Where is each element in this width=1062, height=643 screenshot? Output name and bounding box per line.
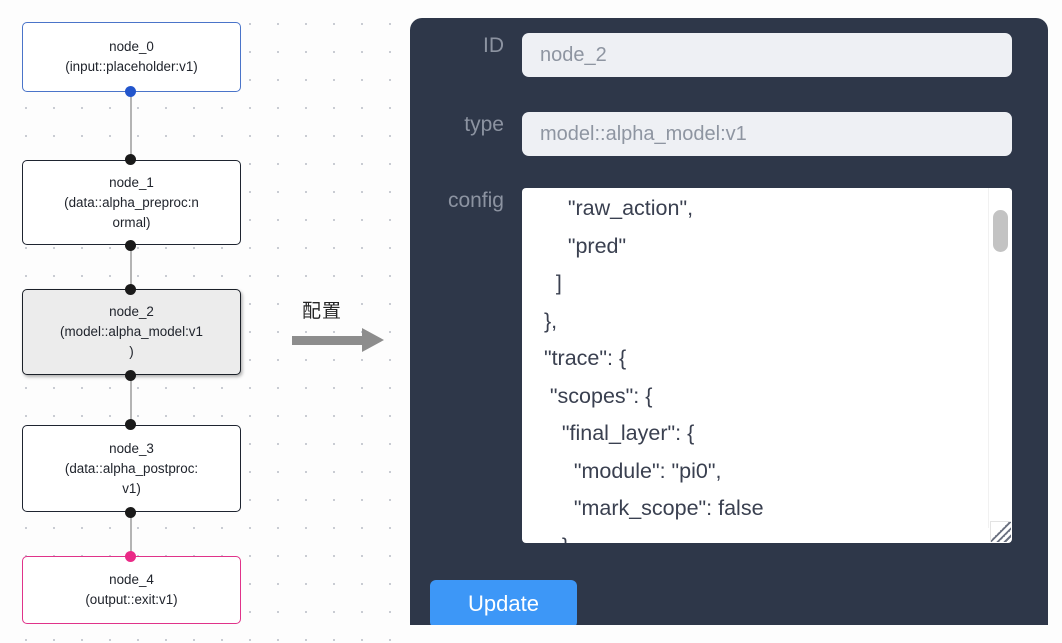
flow-node-title: node_2 (109, 304, 154, 319)
node-handle-node_1-target[interactable] (125, 153, 137, 165)
flow-node-node_1[interactable]: node_1 (data::alpha_preproc:n ormal) (22, 160, 241, 245)
arrow-shaft-icon (292, 336, 364, 345)
flow-node-title: node_4 (109, 572, 154, 587)
field-row-id: ID (424, 33, 1012, 77)
edge-node3-node4 (130, 512, 132, 577)
flow-node-node_3[interactable]: node_3 (data::alpha_postproc: v1) (22, 425, 241, 512)
node-handle-node_2-source[interactable] (125, 369, 137, 381)
flow-node-subtitle: (data::alpha_preproc:n ormal) (64, 194, 199, 230)
node-handle-node_3-target[interactable] (125, 418, 137, 430)
field-row-config: config "raw_action", "pred" ] }, "trace"… (424, 188, 1012, 543)
flow-node-node_2[interactable]: node_2 (model::alpha_model:v1 ) (22, 289, 241, 375)
config-textarea[interactable]: "raw_action", "pred" ] }, "trace": { "sc… (522, 188, 974, 543)
node-handle-node_2-target[interactable] (125, 283, 137, 295)
arrow-head-icon (362, 328, 384, 352)
edge-node2-node3 (130, 375, 132, 450)
flow-canvas[interactable]: node_0 (input::placeholder:v1) node_1 (d… (0, 0, 410, 643)
flow-node-subtitle: (output::exit:v1) (85, 592, 178, 607)
flow-node-title: node_3 (109, 440, 154, 456)
update-button[interactable]: Update (430, 580, 577, 625)
flow-node-subtitle: (input::placeholder:v1) (65, 59, 198, 74)
config-scrollbar-thumb[interactable] (993, 210, 1008, 252)
node-handle-node_4-target[interactable] (125, 550, 137, 562)
transition-arrow-group: 配置 (288, 296, 398, 366)
id-input[interactable] (522, 33, 1012, 77)
flow-node-node_4[interactable]: node_4 (output::exit:v1) (22, 556, 241, 624)
type-label: type (464, 113, 504, 136)
edge-node0-node1 (130, 90, 132, 160)
flow-node-title: node_1 (109, 174, 154, 190)
node-handle-node_0-source[interactable] (125, 85, 137, 97)
flow-node-node_0[interactable]: node_0 (input::placeholder:v1) (22, 22, 241, 92)
node-handle-node_3-source[interactable] (125, 506, 137, 518)
node-config-panel: ID type config "raw_action", "pred" ] },… (410, 18, 1048, 625)
flow-node-subtitle: (data::alpha_postproc: v1) (64, 460, 199, 496)
node-handle-node_1-source[interactable] (125, 239, 137, 251)
id-label: ID (483, 34, 504, 57)
config-scrollbar[interactable] (988, 188, 1012, 528)
config-label: config (447, 189, 504, 212)
resize-handle-icon[interactable] (990, 521, 1011, 542)
flow-node-title: node_0 (109, 39, 154, 54)
type-input[interactable] (522, 112, 1012, 156)
field-row-type: type (424, 112, 1012, 156)
arrow-caption: 配置 (302, 300, 343, 322)
config-editor[interactable]: "raw_action", "pred" ] }, "trace": { "sc… (522, 188, 1012, 543)
flow-node-subtitle: (model::alpha_model:v1 ) (60, 324, 203, 359)
